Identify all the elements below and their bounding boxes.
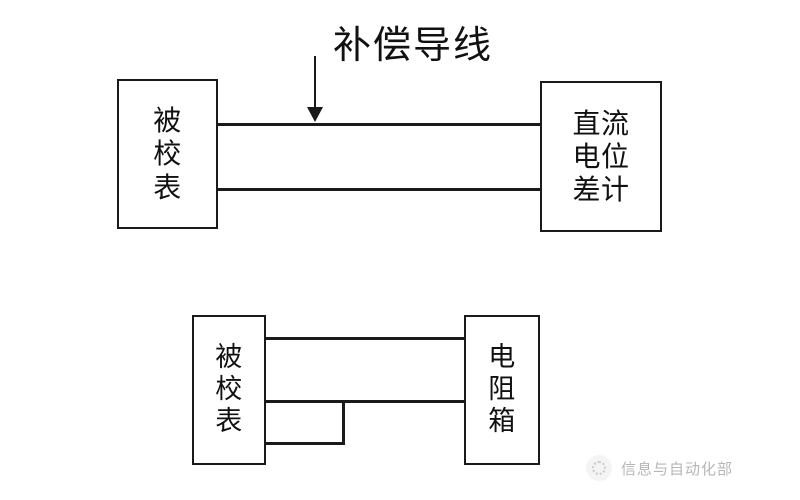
top-diagram-wire-2 bbox=[216, 188, 542, 191]
box-label-line: 校 bbox=[215, 374, 243, 405]
box-label-line: 电位 bbox=[572, 140, 630, 172]
bottom-diagram-right-box-resistance-box: 电 阻 箱 bbox=[464, 315, 540, 465]
box-label-line: 被 bbox=[153, 105, 182, 137]
bottom-diagram-wire-3 bbox=[264, 442, 345, 445]
top-diagram-right-box-dc-potentiometer: 直流 电位 差计 bbox=[540, 81, 662, 232]
box-label-line: 表 bbox=[153, 171, 182, 203]
bottom-diagram-jumper-link bbox=[342, 400, 345, 445]
annotation-arrow-shaft bbox=[314, 56, 316, 108]
top-diagram-left-box-device-under-test: 被 校 表 bbox=[117, 79, 218, 229]
watermark-text: 信息与自动化部 bbox=[621, 460, 734, 478]
box-label-line: 直流 bbox=[572, 107, 630, 139]
box-label-line: 箱 bbox=[488, 405, 516, 436]
bottom-diagram-wire-1 bbox=[264, 337, 466, 340]
watermark-logo-icon bbox=[586, 455, 612, 481]
watermark: 信息与自动化部 bbox=[586, 455, 733, 481]
box-label-line: 校 bbox=[153, 138, 182, 170]
box-label-line: 电 bbox=[488, 342, 516, 373]
bottom-diagram-wire-2 bbox=[264, 400, 466, 403]
annotation-arrow-head-icon bbox=[307, 107, 323, 122]
annotation-label-compensating-wire: 补偿导线 bbox=[333, 25, 494, 67]
box-label-line: 被 bbox=[215, 342, 243, 373]
box-label-line: 差计 bbox=[572, 174, 630, 206]
box-label-line: 阻 bbox=[488, 374, 516, 405]
top-diagram-wire-1 bbox=[216, 123, 542, 126]
box-label-line: 表 bbox=[215, 405, 243, 436]
bottom-diagram-left-box-device-under-test: 被 校 表 bbox=[192, 315, 266, 465]
